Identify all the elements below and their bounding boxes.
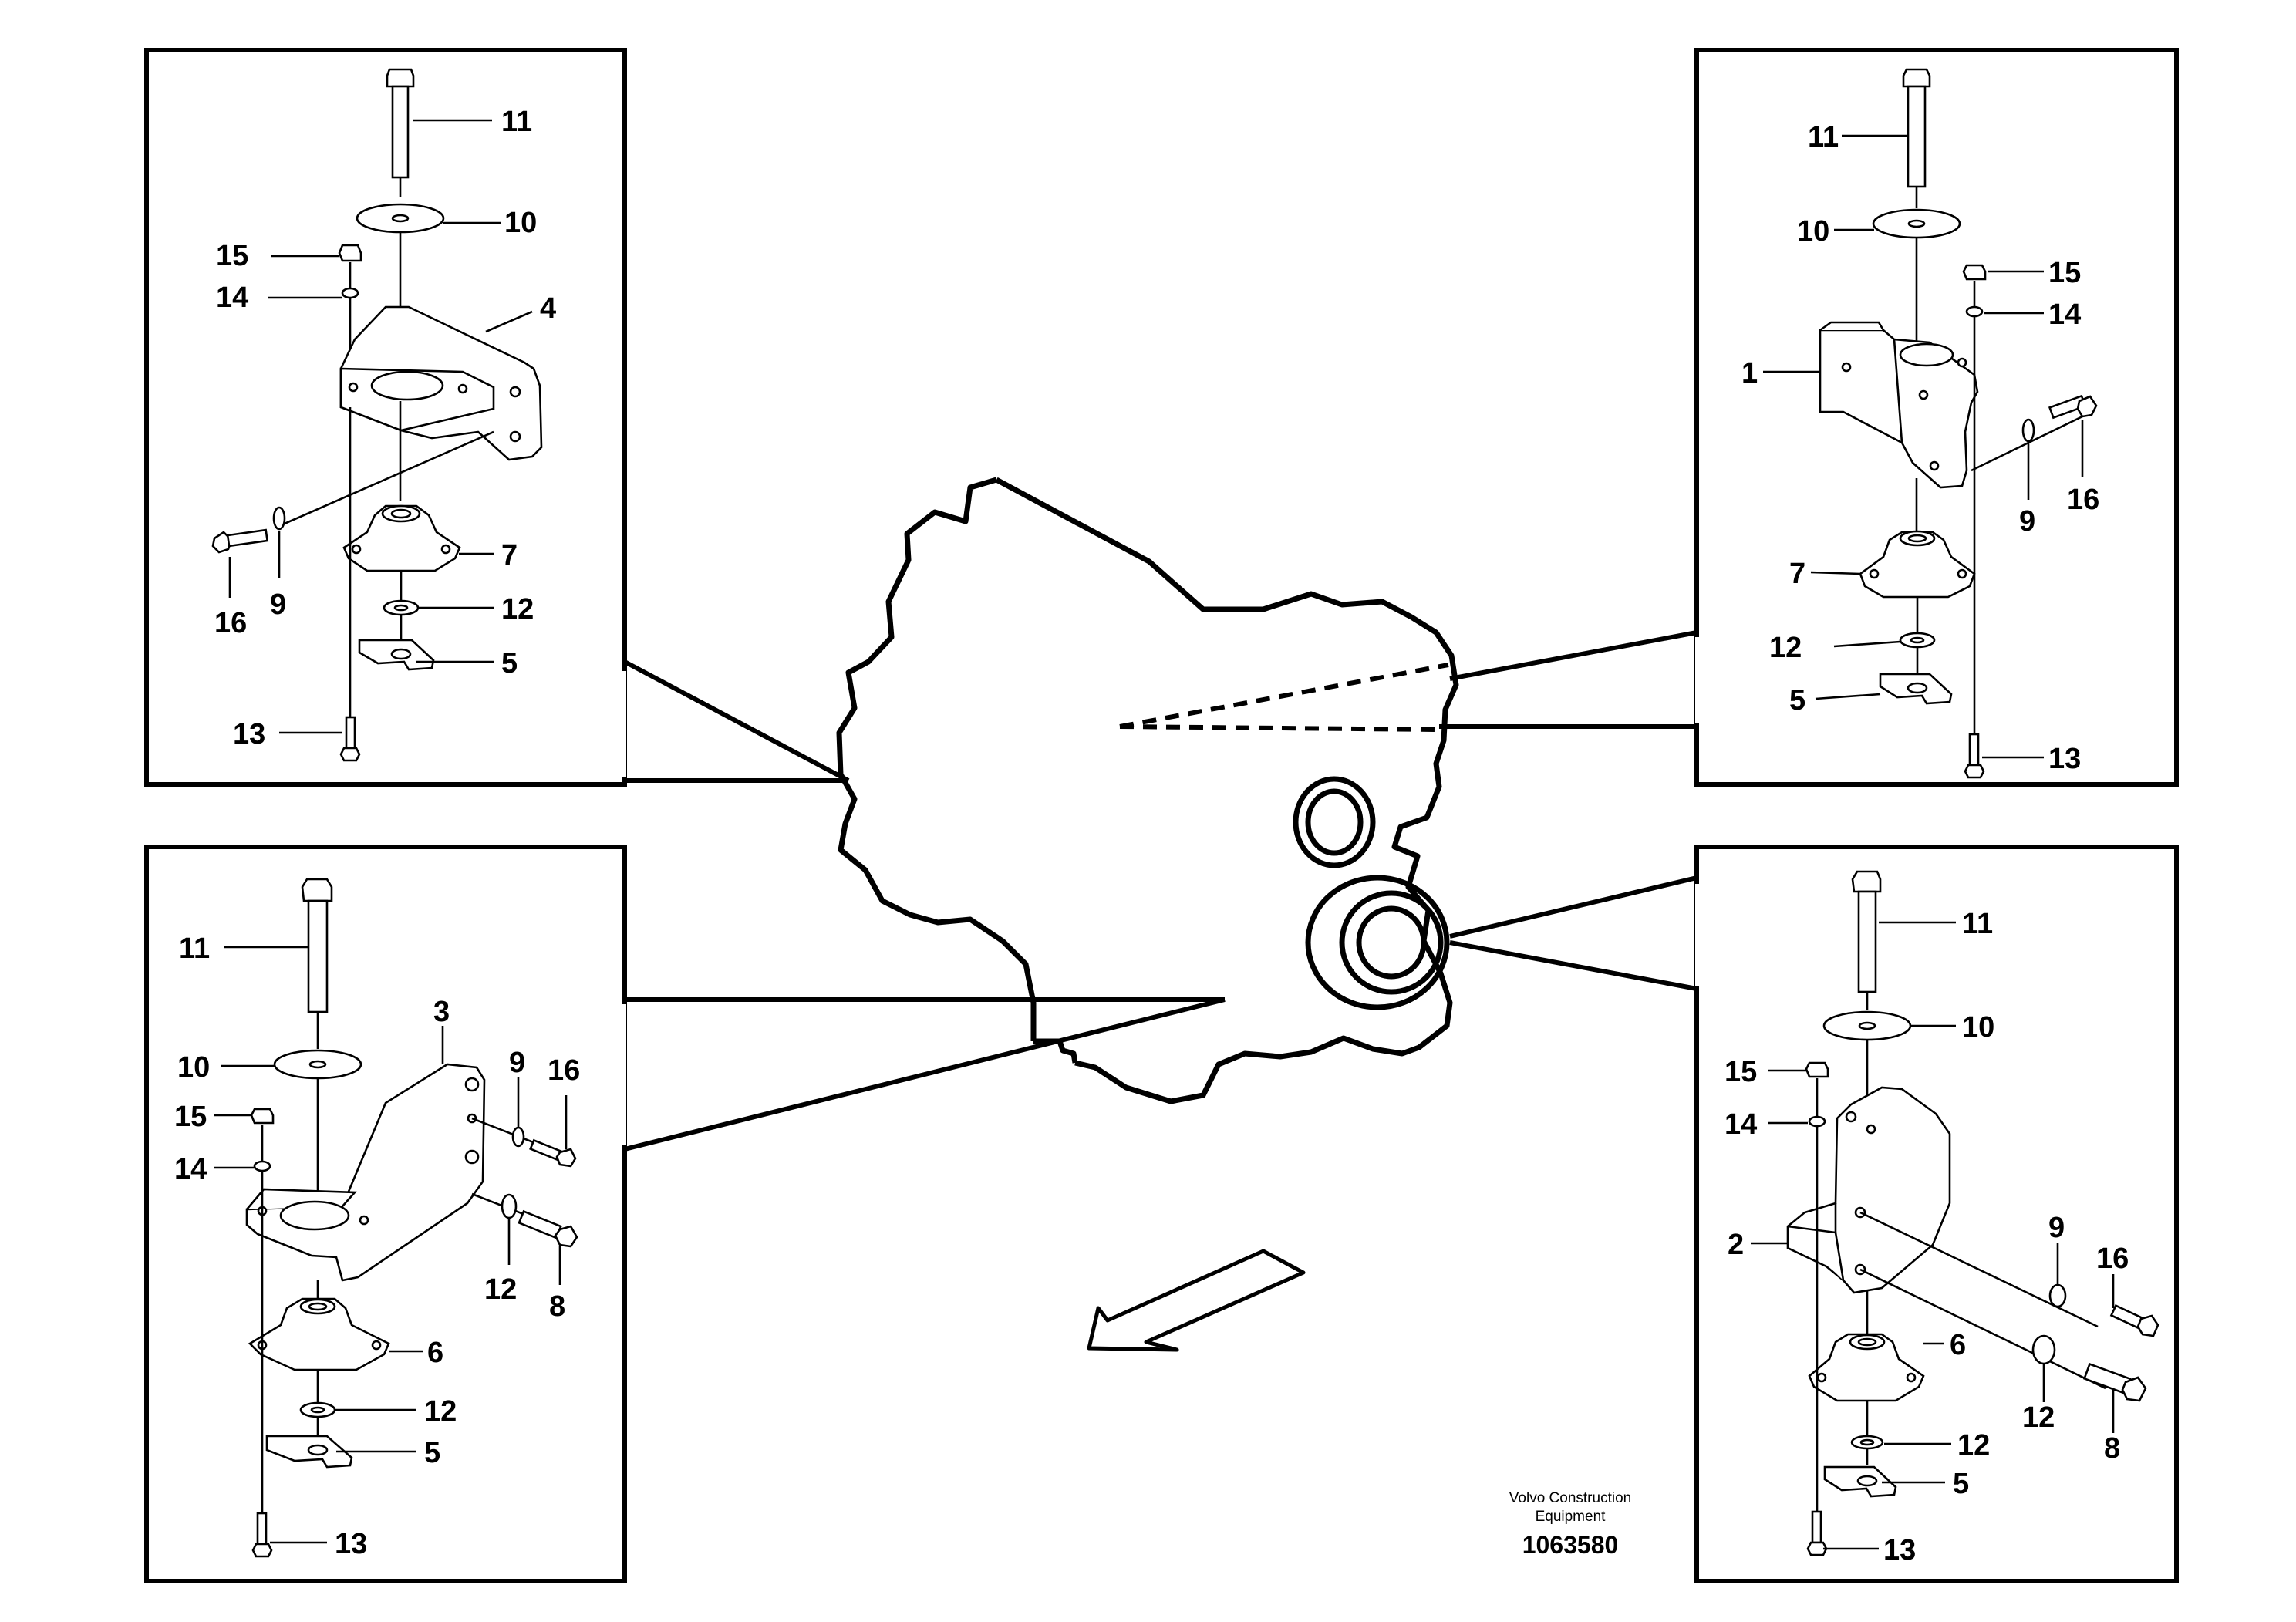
label-12: 12 [1769,632,1802,664]
label-15: 15 [216,240,248,272]
bolt-11 [1851,870,1882,993]
label-7: 7 [501,539,518,572]
label-5: 5 [501,647,518,679]
label-16: 16 [2067,484,2099,516]
company-line-1: Volvo Construction [1509,1490,1631,1506]
label-2: 2 [1728,1229,1744,1261]
label-16: 16 [214,607,247,639]
panel-top-right-parts [1763,68,2098,779]
label-6: 6 [427,1337,443,1369]
label-10: 10 [504,207,537,239]
label-11: 11 [501,106,532,138]
bolt-11 [1902,68,1931,188]
panel-top-right-labels: 11 10 15 14 1 9 16 7 12 5 13 [1741,121,2099,775]
label-6: 6 [1950,1329,1966,1361]
callout-lines [622,630,1698,1152]
label-10: 10 [1797,215,1829,248]
label-8: 8 [2104,1432,2120,1465]
label-10: 10 [177,1051,210,1084]
label-8: 8 [549,1290,565,1323]
label-15: 15 [1725,1056,1757,1088]
label-9: 9 [2048,1212,2065,1244]
label-13: 13 [233,718,265,750]
label-11: 11 [1808,121,1839,153]
label-12: 12 [484,1273,517,1306]
label-1: 1 [1741,357,1758,389]
label-13: 13 [2048,743,2081,775]
label-5: 5 [424,1437,440,1469]
label-12: 12 [501,593,534,626]
label-11: 11 [1962,908,1993,940]
footer: Volvo Construction Equipment 1063580 [1509,1490,1631,1559]
company-line-2: Equipment [1536,1509,1607,1525]
label-14: 14 [174,1153,207,1185]
panel-bottom-left-parts [214,878,578,1558]
label-5: 5 [1789,684,1805,717]
label-5: 5 [1953,1468,1969,1500]
label-14: 14 [1725,1108,1757,1141]
panel-bottom-right-labels: 11 10 15 14 2 9 16 6 12 8 12 5 13 [1725,908,2129,1566]
engine-outline-icon [836,477,1459,1104]
label-15: 15 [174,1101,207,1133]
label-13: 13 [335,1528,367,1560]
label-12: 12 [1957,1429,1990,1462]
label-12: 12 [2022,1401,2055,1434]
label-9: 9 [2019,505,2035,538]
label-7: 7 [1789,558,1805,590]
label-9: 9 [270,588,286,621]
label-16: 16 [2096,1243,2129,1275]
panel-top-left-parts [211,68,543,762]
label-3: 3 [433,996,450,1028]
label-12: 12 [424,1395,457,1428]
panel-top-left-labels: 11 10 15 14 4 16 9 7 12 5 13 [214,106,556,750]
bolt-11 [386,68,415,179]
label-4: 4 [540,292,556,325]
drawing-number: 1063580 [1522,1531,1619,1559]
label-11: 11 [179,932,210,965]
label-16: 16 [548,1054,580,1087]
label-15: 15 [2048,257,2081,289]
label-10: 10 [1962,1011,1994,1044]
panel-bottom-left-labels: 11 10 3 9 16 15 14 12 8 6 12 5 13 [174,932,580,1560]
panel-bottom-right-parts [1751,870,2159,1556]
label-14: 14 [216,282,248,314]
label-9: 9 [509,1047,525,1079]
label-13: 13 [1883,1534,1916,1566]
label-14: 14 [2048,298,2081,331]
forward-arrow-icon [1087,1249,1306,1352]
